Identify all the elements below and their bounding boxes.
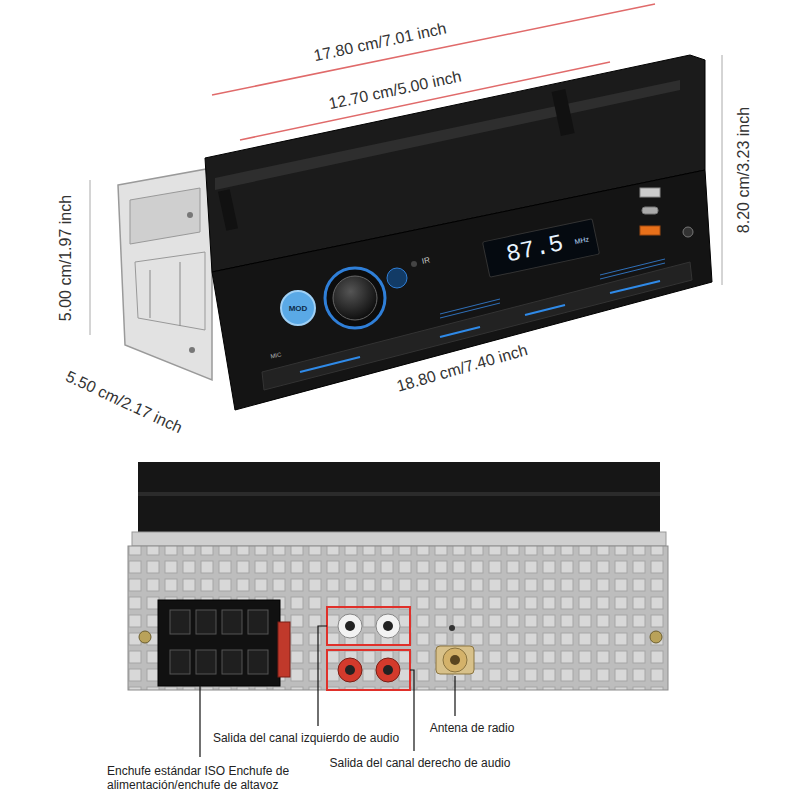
cage-slot: [130, 188, 200, 244]
part-label: Salida del canal izquierdo de audio: [213, 731, 399, 745]
rca-jack: [376, 614, 400, 638]
bt-button: [387, 268, 407, 288]
dimension-line: [90, 180, 91, 335]
plate-rim: [132, 532, 666, 546]
rca-jack: [376, 658, 400, 682]
dimension-label: 8.20 cm/3.23 inch: [734, 107, 753, 233]
holder-clip: [552, 89, 575, 136]
unit-label: MHz: [574, 235, 590, 246]
iso-clip: [278, 622, 290, 677]
cage-slot: [135, 252, 205, 330]
faceplate: [212, 170, 712, 410]
button-label: MOD: [289, 304, 308, 314]
antenna-pin: [450, 655, 460, 665]
antenna-jack: [443, 648, 467, 672]
antenna-base: [436, 646, 474, 674]
cage-tab: [150, 270, 151, 318]
volume-knob-ring: [325, 268, 385, 328]
leader-lines: [200, 626, 455, 757]
lcd-display: [482, 219, 599, 277]
part-label: Salida del canal derecho de audio: [330, 756, 511, 770]
leader-line: [410, 670, 414, 751]
cage-body: [118, 168, 212, 380]
cage-tab: [180, 262, 181, 326]
dimension-label: 5.00 cm/1.97 inch: [56, 195, 75, 321]
screw: [650, 631, 662, 643]
cage-hole: [189, 347, 195, 353]
dimension-label: 5.50 cm/2.17 inch: [63, 367, 186, 438]
eq-bars: [440, 259, 665, 318]
rca-jack: [338, 658, 362, 682]
qc-port: [640, 226, 660, 235]
iso-connector: [158, 600, 280, 686]
holder-ridge: [138, 492, 660, 496]
part-label: Antena de radio: [430, 721, 515, 735]
dimension-label: 12.70 cm/5.00 inch: [327, 67, 463, 114]
holder-groove: [215, 80, 680, 190]
iso-pins: [170, 610, 268, 674]
rca-jack: [338, 614, 362, 638]
holder-clip: [218, 189, 238, 231]
screw: [139, 631, 151, 643]
holder-back: [138, 462, 660, 532]
leader-line: [199, 680, 200, 757]
dimension-line: [722, 55, 723, 285]
aux-jack: [683, 227, 693, 237]
rca-pin: [383, 621, 393, 631]
dimension-label: 18.80 cm/7.40 inch: [394, 340, 529, 396]
metal-cage: [118, 168, 212, 380]
frequency-readout: 87.5: [504, 230, 566, 270]
faceplate-body: [212, 170, 712, 410]
rca-highlight: [327, 607, 410, 645]
back-panel: [128, 462, 668, 690]
mic-label: MIC: [270, 351, 282, 360]
leader-line: [454, 676, 455, 716]
rca-pin: [345, 621, 355, 631]
rca-highlight: [327, 650, 410, 690]
mode-button: [281, 291, 315, 325]
rca-pin: [345, 665, 355, 675]
back-plate: [128, 546, 668, 690]
usb-port: [640, 188, 660, 197]
rca-pin: [383, 665, 393, 675]
dimension-label: 17.80 cm/7.01 inch: [312, 19, 448, 66]
usbc-port: [642, 207, 658, 214]
ir-label: IR: [421, 255, 431, 266]
leader-line: [318, 626, 327, 726]
part-label: Enchufe estándar ISO Enchufe de alimenta…: [107, 764, 325, 793]
volume-knob: [333, 276, 377, 320]
mount-hole: [449, 625, 455, 631]
cage-hole: [187, 212, 193, 218]
ir-sensor: [411, 261, 417, 267]
